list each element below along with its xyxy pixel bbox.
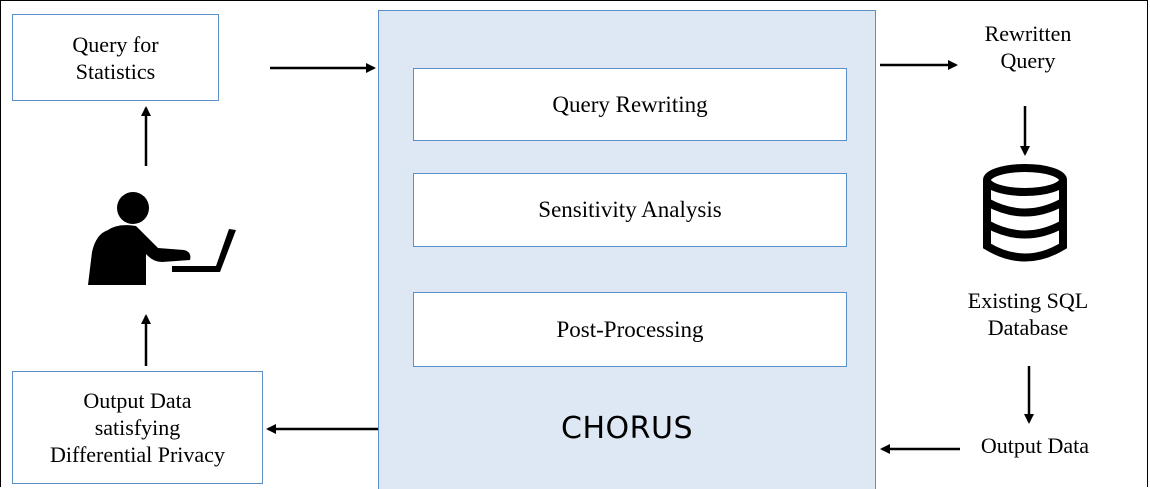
- stage-query-rewriting: Query Rewriting: [413, 68, 847, 141]
- user-at-laptop-icon: [88, 192, 236, 285]
- chorus-system-panel: Query Rewriting Sensitivity Analysis Pos…: [378, 10, 876, 489]
- rewritten-line-2: Query: [1000, 48, 1056, 73]
- query-for-statistics-box: Query for Statistics: [12, 14, 219, 101]
- database-icon: [983, 164, 1067, 262]
- stage-label: Post-Processing: [556, 316, 704, 342]
- output-data-label: Output Data: [980, 433, 1090, 458]
- database-line-1: Existing SQL: [967, 288, 1089, 313]
- rewritten-query-label: Rewritten Query: [958, 20, 1098, 74]
- stage-label: Sensitivity Analysis: [538, 197, 722, 222]
- stage-sensitivity-analysis: Sensitivity Analysis: [413, 173, 847, 247]
- stage-post-processing: Post-Processing: [413, 292, 847, 367]
- stage-label: Query Rewriting: [552, 91, 708, 117]
- database-line-2: Database: [987, 315, 1069, 340]
- chorus-title: CHORUS: [561, 411, 693, 446]
- output-data-box: Output Data satisfying Differential Priv…: [12, 371, 263, 484]
- output-box-line-3: Differential Privacy: [50, 442, 225, 467]
- output-box-line-2: satisfying: [94, 415, 181, 440]
- output-box-line-1: Output Data: [83, 388, 192, 413]
- database-label: Existing SQL Database: [948, 287, 1108, 341]
- query-box-line-2: Statistics: [75, 58, 156, 84]
- query-box-line-1: Query for: [72, 31, 159, 57]
- rewritten-line-1: Rewritten: [984, 21, 1072, 46]
